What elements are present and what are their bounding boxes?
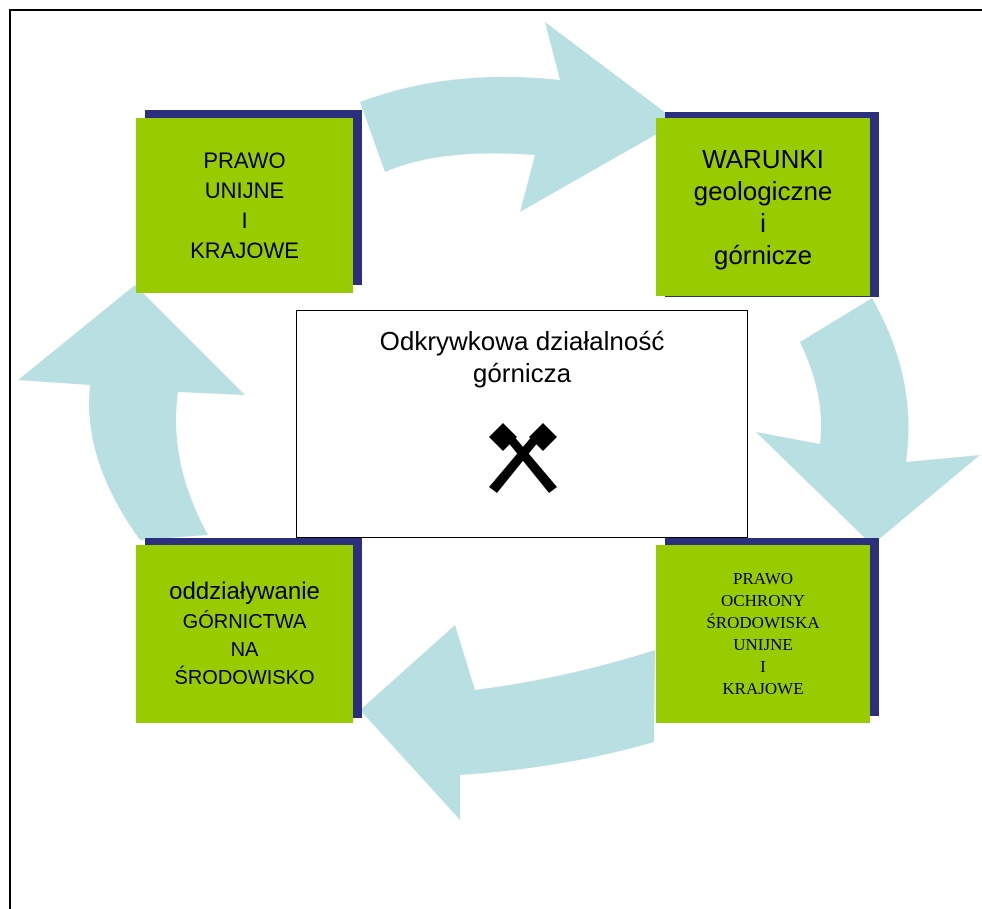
box-mining-impact: oddziaływanie GÓRNICTWA NA ŚRODOWISKO <box>136 545 353 723</box>
box-line: GÓRNICTWA <box>182 611 307 633</box>
box-line: UNIJNE <box>204 177 285 203</box>
box-line: NA <box>230 639 259 661</box>
box-line: PRAWO <box>732 569 794 588</box>
center-title-line: górnicza <box>472 358 572 388</box>
arrow-top <box>360 22 678 212</box>
box-line: KRAJOWE <box>722 679 804 698</box>
box-line: OCHRONY <box>720 591 806 610</box>
arrow-left <box>18 285 245 540</box>
center-title-line: Odkrywkowa działalność <box>379 326 665 356</box>
box-line: WARUNKI <box>702 144 824 174</box>
box-line: i <box>760 208 766 238</box>
box-environmental-law: PRAWO OCHRONY ŚRODOWISKA UNIJNE I KRAJOW… <box>656 545 870 723</box>
box-line: ŚRODOWISKO <box>174 667 315 689</box>
box-line: geologiczne <box>693 176 833 206</box>
box-line: KRAJOWE <box>190 237 299 263</box>
box-eu-national-law: PRAWO UNIJNE I KRAJOWE <box>136 118 353 293</box>
box-line: UNIJNE <box>733 635 793 654</box>
center-box: Odkrywkowa działalność górnicza <box>296 310 748 538</box>
hammer-and-pick-icon <box>489 423 557 493</box>
box-line: górnicze <box>713 240 813 270</box>
box-line: oddziaływanie <box>169 578 320 605</box>
box-line: I <box>760 657 766 676</box>
arrow-bottom <box>360 625 655 820</box>
center-title: Odkrywkowa działalność górnicza <box>297 325 747 389</box>
arrow-right <box>756 298 980 545</box>
box-geological-conditions: WARUNKI geologiczne i górnicze <box>656 118 870 296</box>
box-line: PRAWO <box>203 147 286 173</box>
diagram-frame <box>9 9 982 909</box>
box-line: ŚRODOWISKA <box>706 613 820 632</box>
cycle-arrows <box>18 22 980 820</box>
box-line: I <box>241 207 248 233</box>
